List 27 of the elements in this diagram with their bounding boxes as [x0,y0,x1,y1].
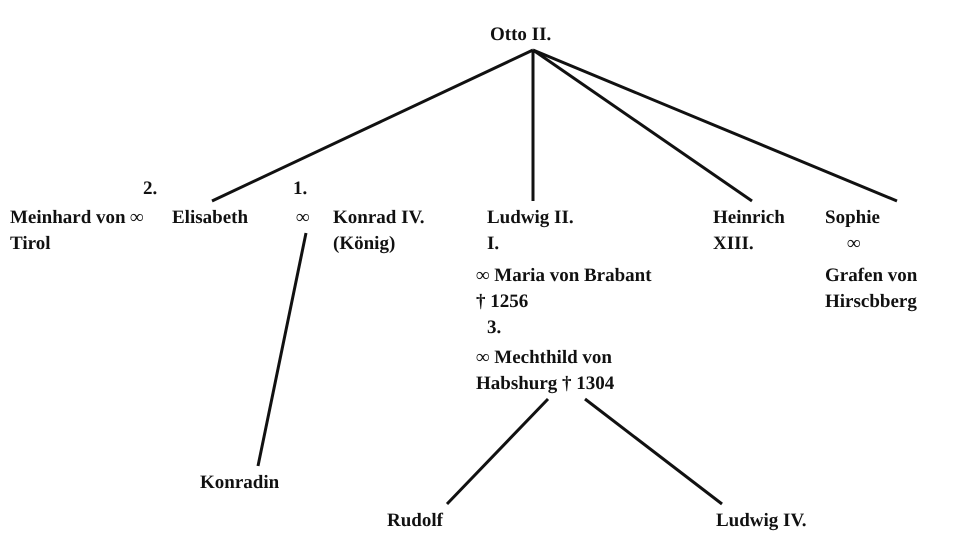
family-note: I. [486,232,500,256]
person-name: Meinhard von Tirol [10,206,127,256]
person-name: Konradin [200,471,280,495]
connector-line [532,50,534,201]
connector-line [584,398,723,506]
connector-line [532,48,898,202]
marriage-label: 2. [143,177,158,201]
connector-line [211,48,534,202]
marriage-label: ∞ [130,206,144,230]
family-note: ∞ Mechthild von Habshurg † 1304 [475,346,616,396]
marriage-label: 1. [293,177,308,201]
family-note: ∞ [846,232,862,256]
connector-line [256,232,308,466]
person-name: Ludwig II. [486,206,575,230]
person-name: Sophie [825,206,881,230]
family-note: 3. [486,316,502,340]
connector-line [532,48,753,202]
person-name: Heinrich XIII. [713,206,786,256]
family-note: ∞ Maria von Brabant † 1256 [475,264,653,314]
person-name: Elisabeth [172,206,248,230]
person-name: ∞ [296,206,310,230]
person-name: Otto II. [490,23,552,47]
person-name: Rudolf [387,509,443,533]
person-name: Ludwig IV. [716,509,806,533]
family-note: Grafen von Hirscbberg [825,264,918,314]
connector-line [446,398,550,506]
person-name: Konrad IV. (König) [333,206,426,256]
